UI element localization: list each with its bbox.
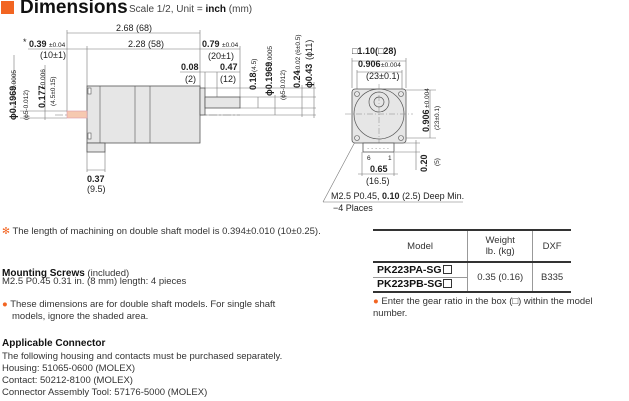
screw-note: M2.5 P0.45, 0.10 (2.5) Deep Min. [331, 191, 464, 201]
dim-shaft-dia-tol: -0.0005 [267, 46, 274, 68]
connector-housing: Housing: 51065-0600 (MOLEX) [2, 363, 136, 374]
dim-right-shaft-mm: (20±1) [208, 51, 234, 61]
page-title: Dimensions [20, 0, 128, 18]
weight-label: Weight [485, 235, 515, 246]
dimension-drawing: * 0.39 ±0.04 (10±1) 2.68 (68) 2.28 (58) … [8, 23, 464, 213]
dim-vpitch-mm: (23±0.1) [434, 106, 441, 130]
connector-heading: Applicable Connector [2, 338, 106, 349]
dim-pilot-tol: ±0.02 [295, 56, 302, 73]
dim-pitch-mm: (23±0.1) [366, 71, 399, 81]
dim-left-shaft-mm: (10±1) [40, 50, 66, 60]
dim-pilot: 0.24 [292, 70, 302, 88]
double-shaft-text: These dimensions are for double shaft mo… [10, 299, 276, 322]
dim-lflat-mm: (4.5±0.15) [50, 76, 57, 106]
double-shaft-note: ● These dimensions are for double shaft … [2, 299, 276, 322]
dim-body: 2.28 (58) [128, 39, 164, 49]
dim-flat-mm: (12) [220, 74, 236, 84]
dim-pitch: 0.906 [358, 59, 381, 69]
dim-vpitch-tol: ±0.004 [424, 88, 431, 108]
dim-square: □1.10(□28) [352, 46, 396, 56]
connector-contact: Contact: 50212-8100 (MOLEX) [2, 375, 133, 386]
dim-conn-width-mm: (16.5) [366, 176, 390, 186]
star-note-text: The length of machining on double shaft … [12, 226, 321, 237]
dim-overall: 2.68 (68) [116, 23, 152, 33]
dim-left-shaft-tol: ±0.04 [49, 42, 66, 49]
dim-conn-h: 0.20 [419, 154, 429, 172]
scale-text: Scale 1/2, Unit = [129, 4, 206, 15]
dxf-link[interactable]: B335 [532, 262, 571, 292]
header-model: Model [407, 240, 434, 252]
motor-body [86, 85, 201, 144]
weight-value: 0.35 (0.16) [467, 262, 533, 292]
star-mark: * [23, 37, 27, 47]
dim-pilot-dia: ϕ0.43 [304, 64, 314, 88]
connector-info: The following housing and contacts must … [2, 351, 282, 399]
output-shaft [204, 96, 241, 109]
dim-lshaft-dia: ϕ0.1969 [8, 86, 18, 120]
dim-pilot-mm: (6±0.5) [295, 34, 302, 55]
dim-conn-h-mm: (5) [434, 158, 441, 166]
screw-depth: 0.10 [382, 191, 400, 201]
table-row: PK223PA-SG 0.35 (0.16)B335 [373, 262, 571, 292]
model-a: PK223PA-SG [377, 263, 442, 276]
star-note: ✻ The length of machining on double shaf… [2, 226, 321, 237]
dim-pilot-dia-mm: (ϕ11) [304, 40, 314, 60]
connector-side [86, 142, 106, 153]
gear-ratio-note: ● Enter the gear ratio in the box (□) wi… [373, 296, 593, 319]
unit: inch [205, 4, 226, 15]
dim-vpitch: 0.906 [421, 109, 431, 132]
weight-unit: lb. (kg) [485, 246, 515, 257]
screw-text: M2.5 P0.45, [331, 191, 382, 201]
dim-right-shaft-tol: ±0.04 [222, 42, 239, 49]
mounting-heading: Mounting Screws [2, 268, 85, 279]
dim-conn-width: 0.65 [370, 164, 388, 174]
gear-ratio-text: Enter the gear ratio in the box (□) with… [373, 296, 593, 319]
dim-flat: 0.47 [220, 62, 238, 72]
dim-flat-depth: 0.18 [248, 72, 258, 90]
model-cell: PK223PA-SG [373, 262, 468, 277]
connector-intro: The following housing and contacts must … [2, 351, 283, 362]
dim-pitch-tol: ±0.004 [381, 62, 401, 69]
mounting-included: (included) [84, 268, 130, 279]
dim-collar-mm: (2) [185, 74, 196, 84]
dim-left-shaft: 0.39 [29, 39, 47, 49]
dim-lshaft-dia-mm: (ϕ5-0.012) [23, 90, 30, 120]
mounting-screws: Mounting Screws (included) [2, 263, 129, 281]
dim-lflat-tol: ±0.006 [40, 69, 47, 89]
table-row: PK223PB-SG [373, 277, 571, 292]
rear-shaft-shaded [66, 110, 88, 119]
screw-rest: (2.5) Deep Min. [400, 191, 465, 201]
dim-flat-depth-mm: (4.5) [251, 59, 258, 72]
dim-shaft-dia-mm: (ϕ5-0.012) [280, 70, 287, 100]
connector-front [362, 142, 395, 153]
header-dxf: DXF [532, 230, 571, 262]
dim-conn-mm: (9.5) [87, 184, 106, 194]
dim-right-shaft: 0.79 [202, 39, 220, 49]
pin-6-label: 6 [367, 155, 371, 162]
dim-collar: 0.08 [181, 62, 199, 72]
connector-pins: · · · · · · [367, 145, 389, 152]
screw-places: −4 Places [333, 203, 373, 213]
unit-mm: (mm) [226, 4, 253, 15]
dim-lshaft-dia-tol: -0.0005 [11, 70, 18, 92]
shaft-collar [199, 87, 206, 116]
dim-shaft-dia: ϕ0.1969 [264, 62, 274, 96]
dim-lflat: 0.177 [37, 85, 47, 108]
model-cell: PK223PB-SG [373, 277, 468, 292]
connector-tool: Connector Assembly Tool: 57176-5000 (MOL… [2, 387, 208, 398]
scale-unit: Scale 1/2, Unit = inch (mm) [129, 4, 252, 15]
section-marker [1, 1, 14, 14]
dim-conn: 0.37 [87, 174, 105, 184]
pin-1-label: 1 [388, 155, 392, 162]
model-b: PK223PB-SG [377, 278, 443, 291]
mounting-text: M2.5 P0.45 0.31 in. (8 mm) length: 4 pie… [2, 276, 187, 287]
